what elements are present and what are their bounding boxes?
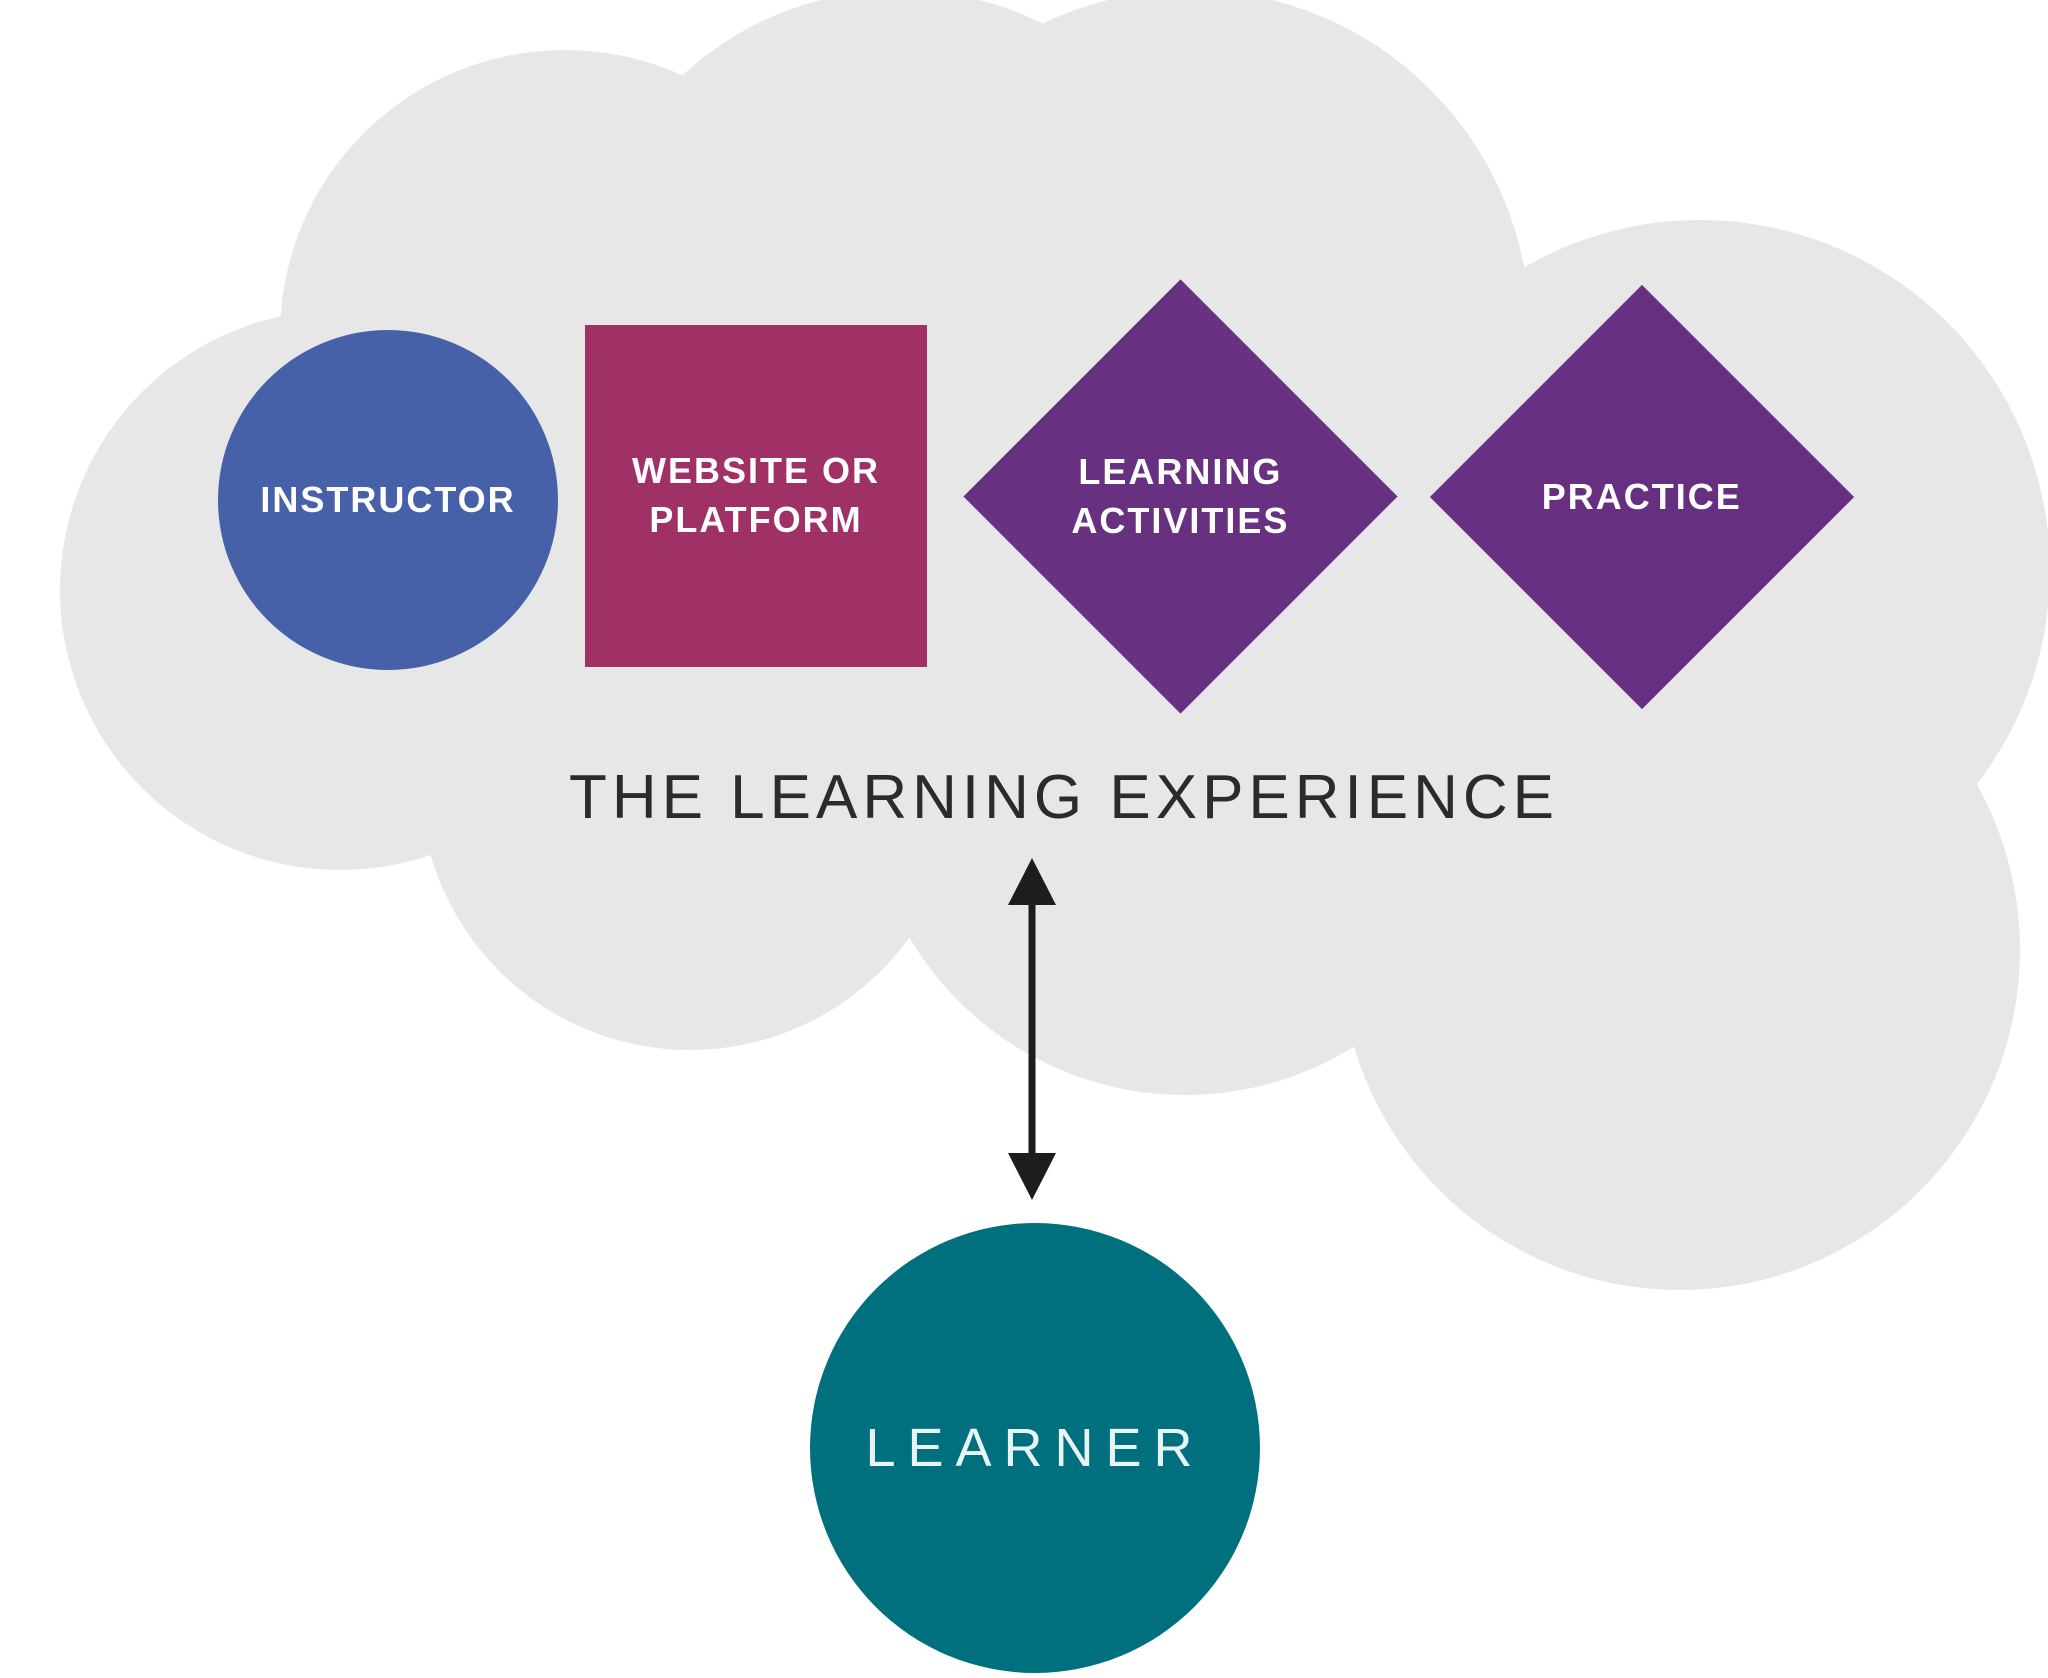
learning-activities-label-line2: ACTIVITIES [1071,499,1290,541]
instructor-label: INSTRUCTOR [260,478,516,520]
learner-node: LEARNER [810,1223,1260,1673]
cloud-title: THE LEARNING EXPERIENCE [568,763,1560,832]
learning-activities-label-line1: LEARNING [1078,450,1283,492]
practice-label: PRACTICE [1541,475,1742,517]
arrow-head-up-icon [1008,858,1056,905]
website-or-platform-label: WEBSITE OR PLATFORM [632,447,880,544]
learner-label: LEARNER [865,1417,1205,1478]
arrow-head-down-icon [1008,1153,1056,1200]
website-or-platform-label-line2: PLATFORM [649,499,863,540]
double-headed-arrow [1008,858,1056,1200]
learning-activities-label: LEARNING ACTIVITIES [1071,448,1289,545]
website-or-platform-node: WEBSITE OR PLATFORM [585,325,927,667]
website-or-platform-label-line1: WEBSITE OR [631,450,880,492]
instructor-node: INSTRUCTOR [218,330,558,670]
